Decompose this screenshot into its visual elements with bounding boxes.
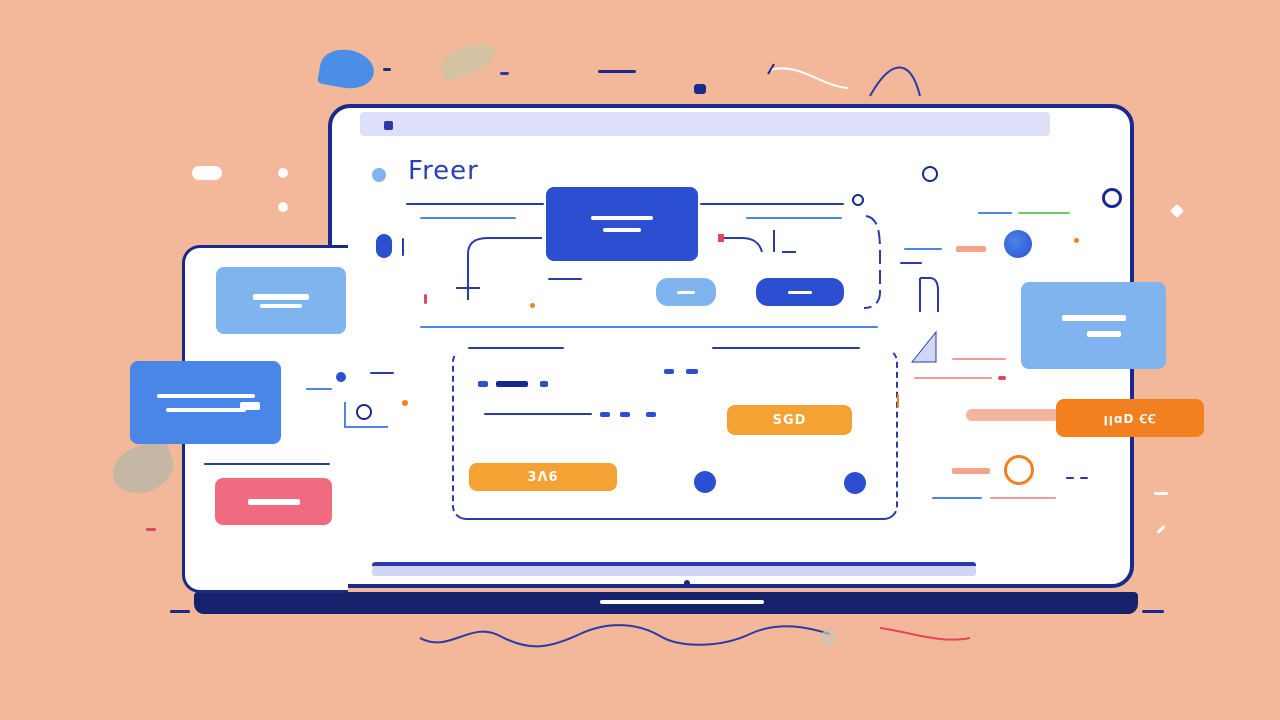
dialog-field-a xyxy=(478,381,488,387)
small-line-2 xyxy=(306,388,332,390)
decor-white-dot xyxy=(278,202,288,212)
window-menu-icon[interactable] xyxy=(384,121,393,130)
decor-dash xyxy=(146,528,156,531)
right-pink-line-2 xyxy=(914,377,992,379)
dialog-field-e xyxy=(686,369,698,374)
decor-dash xyxy=(383,68,391,71)
right-divider xyxy=(900,262,922,264)
small-blue-dot xyxy=(336,372,346,382)
laptop-trackpad-slot xyxy=(600,600,764,604)
dialog-input-dots xyxy=(620,412,630,417)
screen-footer-bar xyxy=(372,562,976,576)
footer-indicator xyxy=(684,580,690,586)
dialog-top-line-left xyxy=(468,347,564,349)
dialog-field-b xyxy=(496,381,528,387)
section-divider xyxy=(420,326,878,328)
header-small-dot xyxy=(852,194,864,206)
app-logo-dot xyxy=(372,168,386,182)
decor-squiggle-top xyxy=(767,63,921,97)
toolbar-divider xyxy=(402,238,404,256)
right-salmon-bar xyxy=(956,246,986,252)
dark-blue-pill-button[interactable] xyxy=(756,278,844,306)
decor-green-leaf xyxy=(436,37,500,83)
window-title-bar xyxy=(360,112,1050,136)
right-dash xyxy=(1080,477,1088,479)
connector-curve-right xyxy=(718,215,881,309)
header-line-right xyxy=(700,203,844,205)
amount-button-left[interactable]: 3Ʌ6 xyxy=(469,463,617,491)
right-salmon-bar-2 xyxy=(966,409,1060,421)
dialog-radio-icon[interactable] xyxy=(694,471,716,493)
decor-gray-leaf xyxy=(106,436,180,502)
side-divider xyxy=(204,463,330,465)
small-line xyxy=(370,372,394,374)
dialog-input-dots xyxy=(600,412,610,417)
decor-white-pill xyxy=(192,166,222,180)
right-line xyxy=(904,248,942,250)
decor-dash xyxy=(1142,610,1164,613)
pencil-icon xyxy=(240,402,260,410)
toolbar-dash xyxy=(548,278,582,280)
primary-blue-button[interactable] xyxy=(546,187,698,261)
right-bracket xyxy=(910,277,939,363)
right-blue-orb[interactable] xyxy=(1004,230,1032,258)
side-pink-button[interactable] xyxy=(215,478,332,525)
laptop-base xyxy=(194,592,1138,614)
right-orange-dot xyxy=(1074,238,1079,243)
decor-dash xyxy=(598,70,636,73)
right-bottom-line-2 xyxy=(990,497,1056,499)
decor-white-dot xyxy=(1169,203,1185,219)
orange-action-card[interactable]: ꞁꞁɑD ꞒꞒ xyxy=(1056,399,1204,437)
side-blue-card-button[interactable] xyxy=(130,361,281,444)
dialog-radio-icon-2[interactable] xyxy=(844,472,866,494)
coin-icon[interactable] xyxy=(1004,455,1034,485)
decor-dash xyxy=(170,610,190,613)
right-line-blue xyxy=(978,212,1012,214)
toolbar-red-tick xyxy=(424,294,427,304)
header-line-left-2 xyxy=(420,217,516,219)
right-pink-line xyxy=(952,358,1006,360)
toolbar-orange-dot xyxy=(530,303,535,308)
right-red-tick xyxy=(998,376,1006,380)
side-light-blue-button[interactable] xyxy=(216,267,346,334)
dialog-top-line-right xyxy=(712,347,860,349)
dialog-input-line xyxy=(484,413,592,415)
header-line-left xyxy=(406,203,544,205)
right-dash xyxy=(1066,477,1074,479)
header-line-right-2 xyxy=(746,217,842,219)
connector-curve xyxy=(456,237,542,300)
small-orange-dot xyxy=(402,400,408,406)
close-circle-icon[interactable] xyxy=(1102,188,1122,208)
dialog-bottom-line xyxy=(610,518,742,520)
right-salmon-bar-3 xyxy=(952,468,990,474)
amount-button-sgd[interactable]: SGD xyxy=(727,405,852,435)
right-bottom-line xyxy=(932,497,982,499)
dialog-field-d xyxy=(664,369,674,374)
light-blue-pill-button[interactable] xyxy=(656,278,716,306)
decor-dash xyxy=(1154,492,1168,495)
right-light-blue-card[interactable] xyxy=(1021,282,1166,369)
decor-dash xyxy=(1156,524,1166,535)
decor-squiggle-bottom xyxy=(419,624,971,648)
dialog-input-dots xyxy=(646,412,656,417)
decor-dash xyxy=(694,84,706,94)
left-toggle-icon[interactable] xyxy=(376,234,392,258)
app-title: Freer xyxy=(408,156,479,186)
right-line-green xyxy=(1018,212,1070,214)
decor-dash xyxy=(500,72,509,75)
decor-white-dot xyxy=(278,168,288,178)
info-circle-icon[interactable] xyxy=(344,402,388,428)
settings-circle-icon[interactable] xyxy=(922,166,938,182)
decor-blue-leaf xyxy=(317,45,377,93)
dialog-field-c xyxy=(540,381,548,387)
right-orange-tick xyxy=(897,394,899,408)
